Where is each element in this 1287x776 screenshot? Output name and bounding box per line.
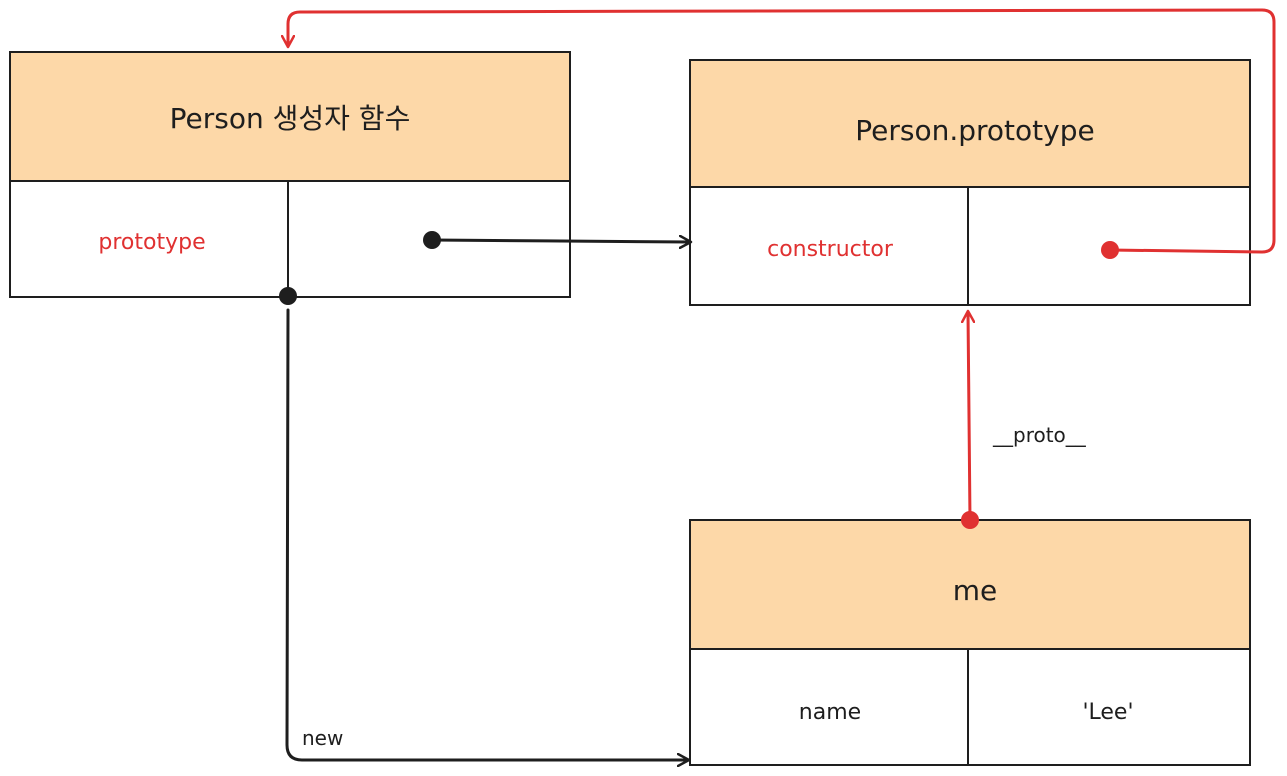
constructor-reference-arrow [288, 8, 1276, 259]
person-prototype-body [689, 186, 1251, 306]
name-property-value: 'Lee' [1082, 700, 1133, 725]
me-header [689, 519, 1251, 650]
person-prototype-box: Person.prototype constructor [689, 59, 1251, 306]
person-constructor-box: Person 생성자 함수 prototype [9, 51, 571, 298]
new-link-label: new [302, 726, 343, 750]
prototype-reference-arrow [423, 231, 690, 249]
proto-link-dot [961, 511, 979, 529]
person-constructor-header [9, 51, 571, 182]
new-instance-dot [279, 287, 297, 305]
new-instance-arrow: new [279, 287, 688, 760]
me-title: me [953, 574, 998, 607]
constructor-reference-dot [1101, 241, 1119, 259]
proto-link-arrow: __proto__ [961, 312, 1087, 529]
proto-link-label: __proto__ [992, 423, 1087, 447]
prototype-reference-dot [423, 231, 441, 249]
constructor-property-key: constructor [767, 237, 894, 262]
person-constructor-title: Person 생성자 함수 [170, 102, 411, 135]
prototype-property-key: prototype [98, 230, 205, 255]
me-object-box: me name 'Lee' [689, 519, 1251, 766]
name-property-key: name [799, 700, 861, 725]
person-prototype-title: Person.prototype [855, 114, 1094, 147]
me-body [689, 648, 1251, 766]
